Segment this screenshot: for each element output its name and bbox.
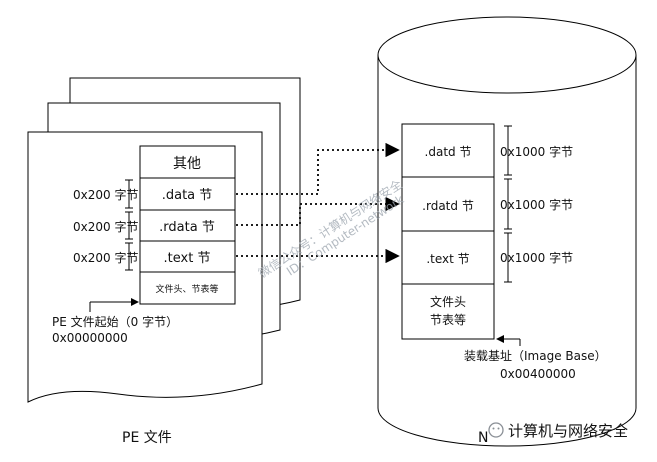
memory-section-rdata: .rdatd 节 <box>422 199 474 213</box>
memory-size-label-data: 0x1000 字节 <box>500 144 573 159</box>
memory-size-brackets <box>504 125 512 283</box>
footer-watermark-text: 计算机与网络安全 <box>508 422 628 440</box>
memory-section-header-line2: 节表等 <box>430 313 466 327</box>
pe-file-caption: PE 文件 <box>122 430 172 446</box>
pe-size-label-data: 0x200 字节 <box>73 187 138 202</box>
memory-section-data: .datd 节 <box>425 145 472 159</box>
pe-size-brackets <box>125 179 133 271</box>
pe-section-data: .data 节 <box>162 188 213 203</box>
memory-size-label-rdata: 0x1000 字节 <box>500 197 573 212</box>
footer-watermark: 计算机与网络安全 <box>488 422 628 440</box>
image-base-label: 装载基址（Image Base） <box>464 349 607 363</box>
mapping-arrow-data <box>236 142 400 195</box>
cylinder-top <box>377 16 637 94</box>
pe-start-label: PE 文件起始（0 字节） <box>52 314 178 329</box>
wechat-icon <box>488 422 504 438</box>
memory-section-table: .datd 节 .rdatd 节 .text 节 文件头 节表等 <box>401 123 495 340</box>
pe-section-rdata: .rdata 节 <box>159 220 215 235</box>
memory-section-text: .text 节 <box>426 252 469 266</box>
memory-caption-partial: N <box>478 430 488 446</box>
pe-size-label-rdata: 0x200 字节 <box>73 219 138 234</box>
pe-section-header: 文件头、节表等 <box>155 283 218 295</box>
memory-section-header-line1: 文件头 <box>430 294 466 309</box>
pe-section-text: .text 节 <box>164 251 211 266</box>
image-base-address: 0x00400000 <box>500 367 576 381</box>
mapping-arrow-rdata <box>236 196 400 226</box>
pe-start-address: 0x00000000 <box>52 331 128 345</box>
memory-size-label-text: 0x1000 字节 <box>500 250 573 265</box>
pe-section-table: 其他 .data 节 .rdata 节 .text 节 文件头、节表等 <box>139 145 236 305</box>
mapping-arrows <box>236 142 400 264</box>
pe-size-label-text: 0x200 字节 <box>73 250 138 265</box>
pe-section-other: 其他 <box>173 156 201 172</box>
